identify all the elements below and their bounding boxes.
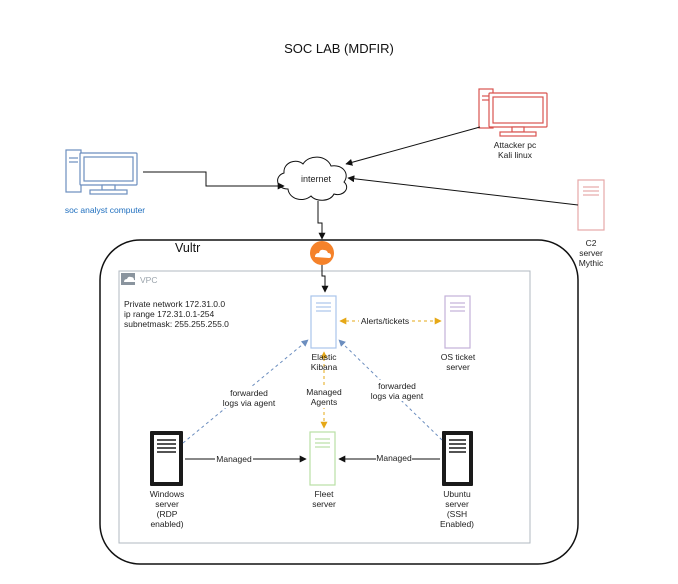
soc-analyst-computer-icon: [65, 149, 138, 195]
ubuntu-label-line3: (SSH: [446, 509, 468, 519]
vultr-container: [99, 239, 579, 565]
ubuntu-label-line2: server: [445, 499, 469, 509]
managed-right-label: Managed: [376, 453, 412, 463]
edge-c2-internet: [347, 175, 579, 206]
network-info-line1: Private network 172.31.0.0: [124, 299, 226, 309]
windows-label: Windows server (RDP enabled): [136, 489, 198, 529]
managed-left-label: Managed: [216, 454, 252, 464]
network-info-line3: subnetmask: 255.255.255.0: [124, 319, 229, 329]
forwarded-logs-right-label: forwarded logs via agent: [360, 381, 434, 401]
ubuntu-label-line4: Enabled): [439, 519, 475, 529]
edge-attacker-internet: [345, 126, 481, 166]
ubuntu-server-icon: [442, 431, 473, 486]
alerts-tickets-label: Alerts/tickets: [360, 316, 410, 326]
forwarded-logs-right-line1: forwarded: [378, 381, 416, 391]
edge-internet-vultr: [317, 201, 326, 240]
ubuntu-label: Ubuntu server (SSH Enabled): [426, 489, 488, 529]
fleet-label: Fleet server: [293, 489, 355, 509]
c2-label-line2: server: [579, 248, 603, 258]
c2-label-line3: Mythic: [578, 258, 604, 268]
forwarded-logs-left-label: forwarded logs via agent: [212, 388, 286, 408]
edge-soc-internet: [143, 171, 285, 190]
windows-server-icon: [150, 431, 183, 486]
windows-label-line4: enabled): [150, 519, 184, 529]
windows-label-line2: server: [155, 499, 179, 509]
vpc-cloud-icon: [121, 273, 136, 285]
vpc-label: VPC: [140, 275, 158, 285]
soc-analyst-label: soc analyst computer: [64, 205, 146, 215]
fleet-server-icon: [309, 431, 336, 486]
managed-agents-label-line1: Managed: [306, 387, 342, 397]
diagram-title: SOC LAB (MDFIR): [284, 41, 394, 56]
vultr-logo-icon: [310, 241, 334, 265]
internet-cloud-icon: [277, 156, 348, 201]
c2-server-icon: [577, 179, 605, 231]
os-ticket-server-icon: [444, 295, 471, 349]
ubuntu-label-line1: Ubuntu: [443, 489, 471, 499]
windows-label-line3: (RDP: [156, 509, 178, 519]
fleet-label-line1: Fleet: [314, 489, 334, 499]
vultr-label: Vultr: [175, 241, 201, 255]
forwarded-logs-right-line2: logs via agent: [370, 391, 424, 401]
forwarded-logs-left-line2: logs via agent: [222, 398, 276, 408]
attacker-label-line2: Kali linux: [497, 150, 533, 160]
vpc-container: [118, 270, 531, 544]
attacker-label: Attacker pc Kali linux: [478, 140, 552, 160]
os-ticket-label-line2: server: [446, 362, 470, 372]
managed-agents-label-line2: Agents: [310, 397, 338, 407]
os-ticket-label: OS ticket server: [427, 352, 489, 372]
elastic-server-icon: [310, 295, 337, 349]
windows-label-line1: Windows: [149, 489, 185, 499]
os-ticket-label-line1: OS ticket: [440, 352, 476, 362]
fleet-label-line2: server: [312, 499, 336, 509]
elastic-label-line2: Kibana: [310, 362, 338, 372]
internet-label: internet: [300, 174, 332, 184]
c2-label: C2 server Mythic: [566, 238, 616, 268]
network-info-line2: ip range 172.31.0.1-254: [124, 309, 215, 319]
elastic-label: Elastic Kibana: [293, 352, 355, 372]
edge-vultr-elastic: [321, 265, 329, 293]
elastic-label-line1: Elastic: [311, 352, 337, 362]
managed-agents-label: Managed Agents: [298, 387, 350, 407]
c2-label-line1: C2: [585, 238, 597, 248]
attacker-pc-icon: [478, 88, 548, 137]
forwarded-logs-left-line1: forwarded: [230, 388, 268, 398]
network-info: Private network 172.31.0.0 ip range 172.…: [124, 299, 229, 329]
attacker-label-line1: Attacker pc: [493, 140, 537, 150]
